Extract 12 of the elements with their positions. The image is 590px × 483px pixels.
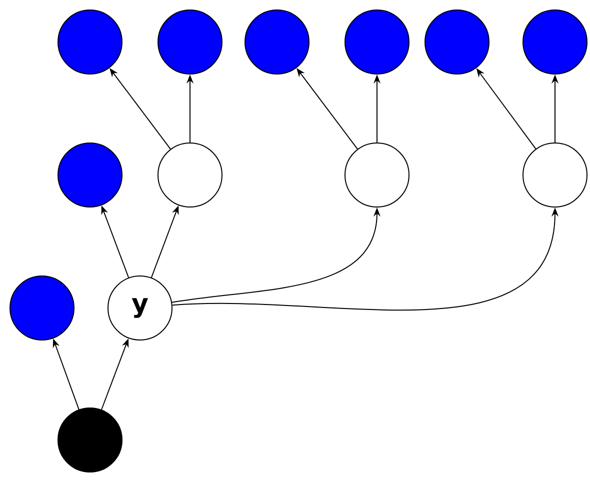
circle xyxy=(58,408,122,472)
circle xyxy=(244,10,310,74)
circle xyxy=(522,142,588,208)
circle xyxy=(424,10,490,74)
circle xyxy=(58,10,122,74)
circle xyxy=(158,142,222,208)
circle xyxy=(58,142,122,208)
circle xyxy=(344,142,410,208)
circle xyxy=(522,10,588,74)
circle xyxy=(158,10,222,74)
circle xyxy=(344,10,410,74)
circle xyxy=(10,276,74,340)
